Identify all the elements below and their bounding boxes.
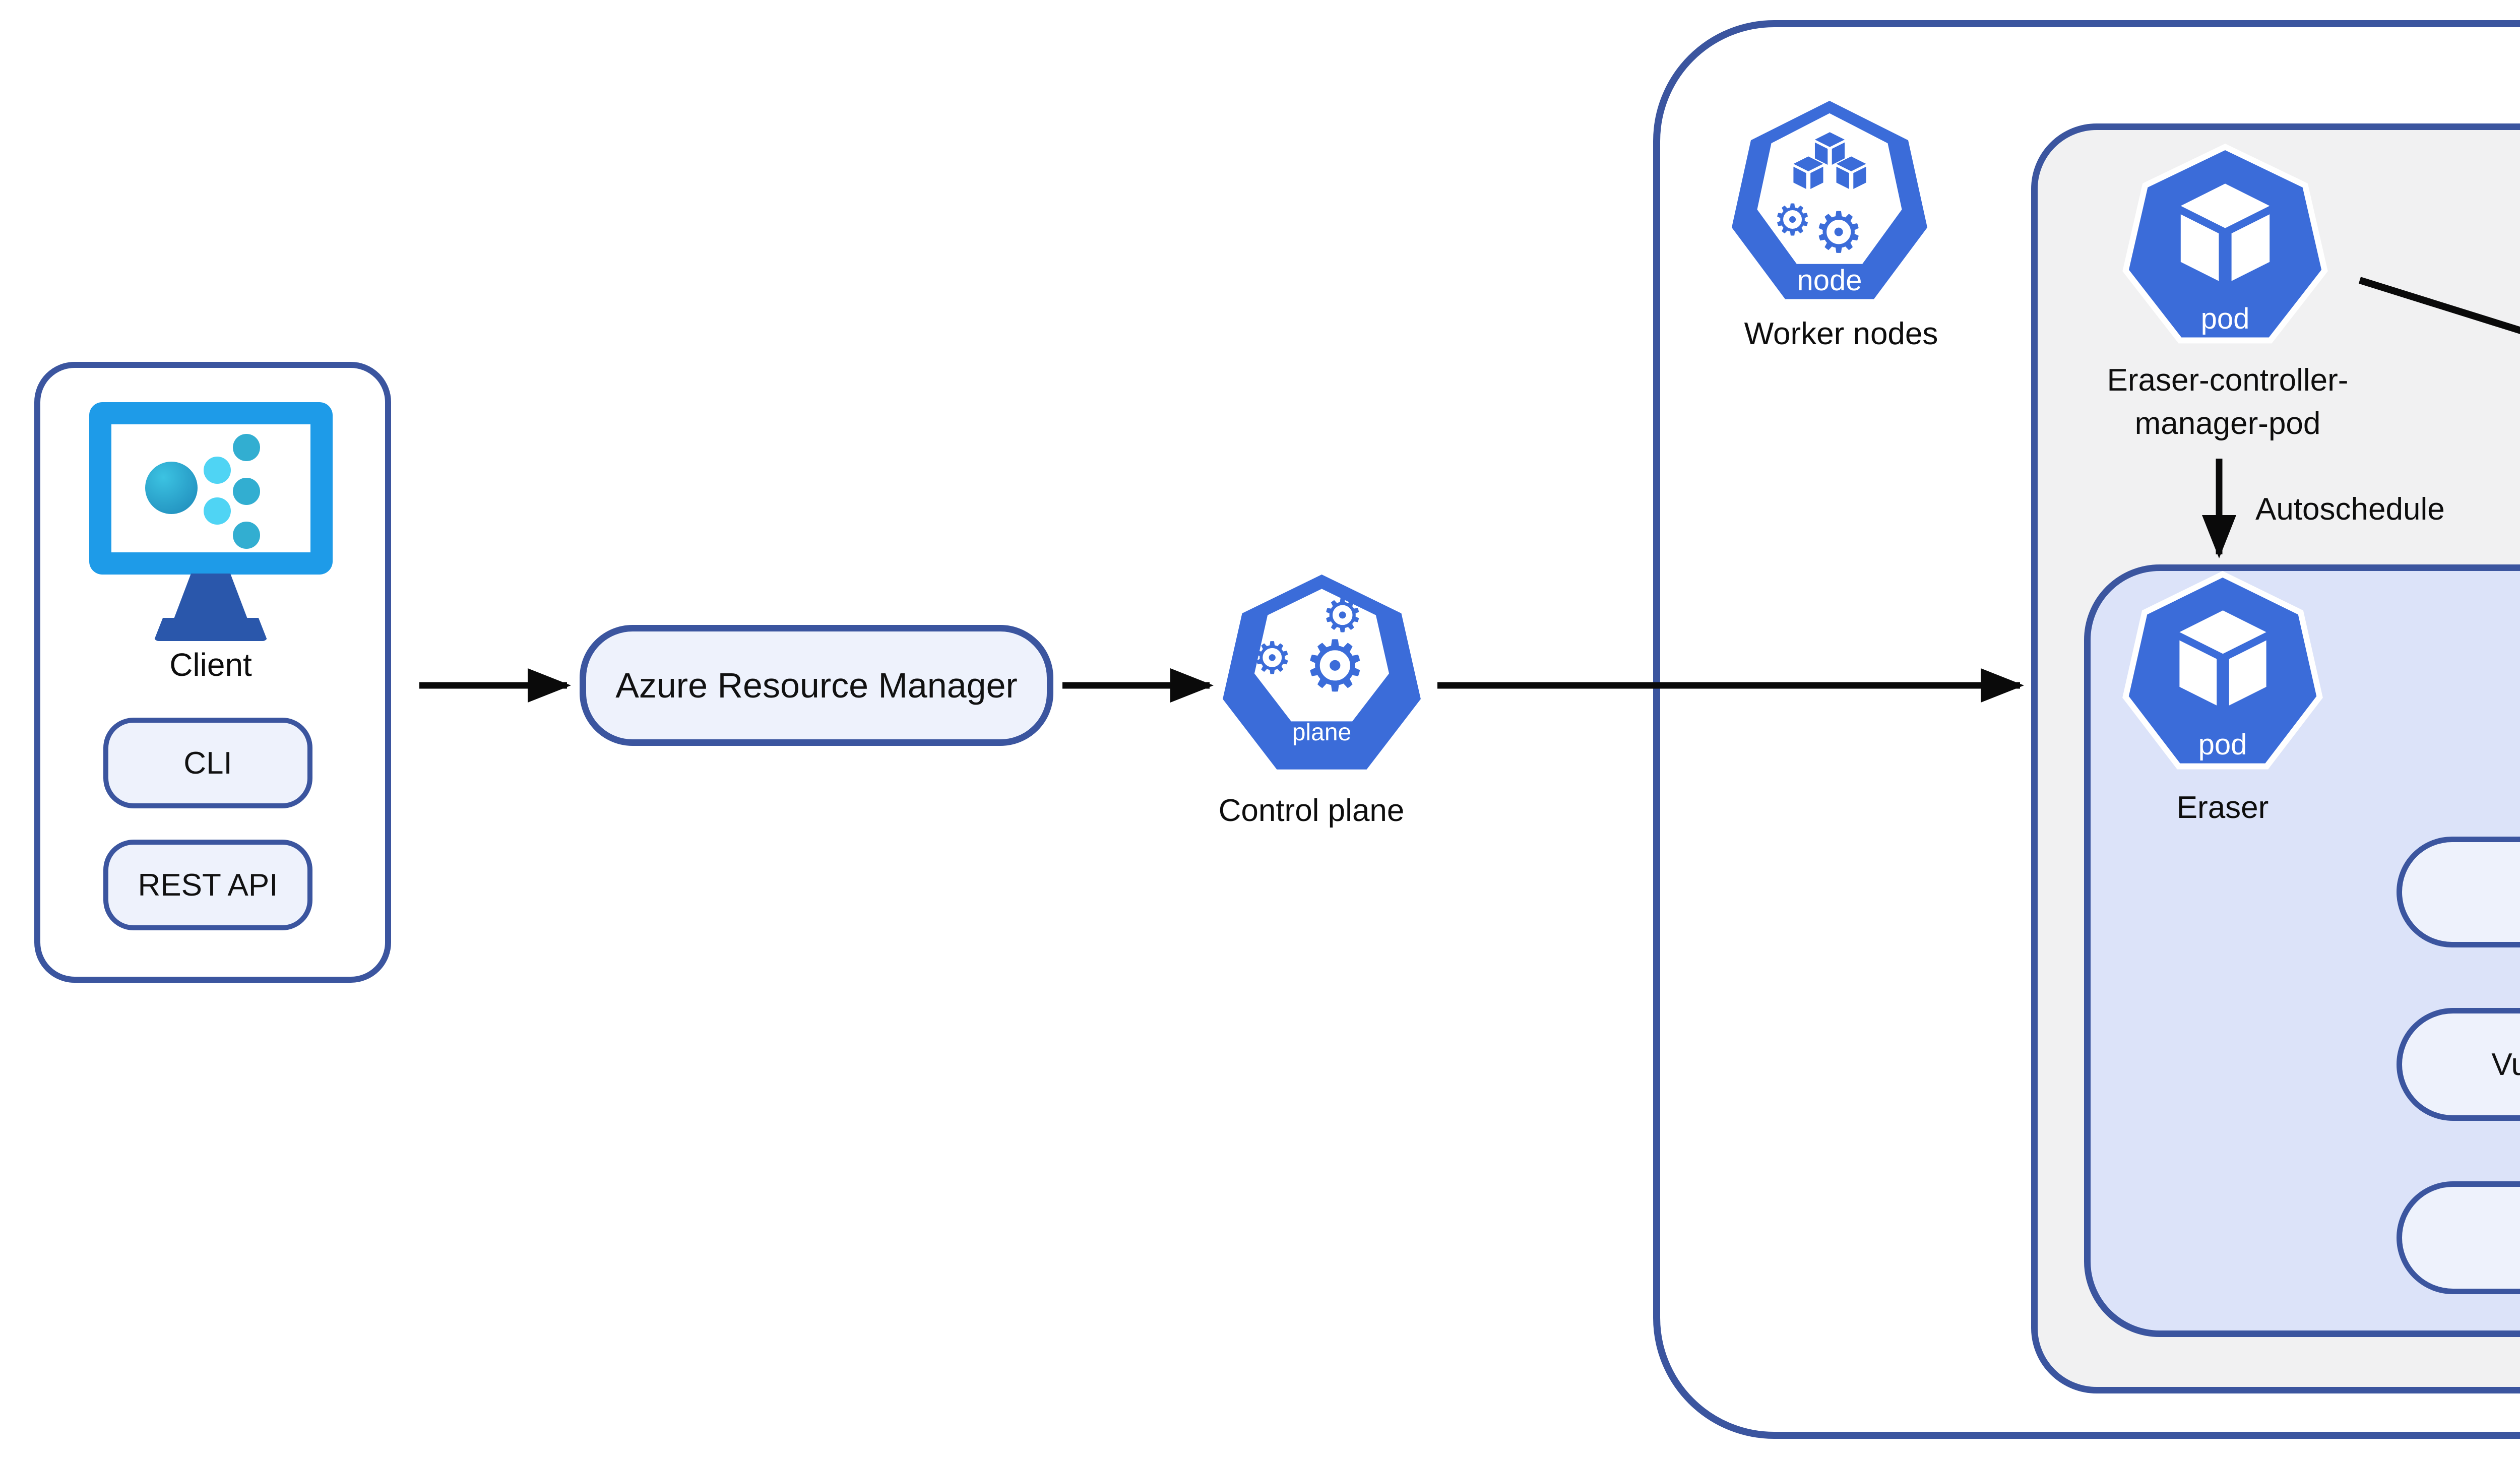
node-gear-small: ⚙ <box>1773 195 1812 245</box>
monitor-stand-base <box>154 618 268 641</box>
monitor-dot-teal-1 <box>233 434 260 461</box>
worker-nodes-icon: ⚙ ⚙ node <box>1729 101 1930 308</box>
azure-resource-manager-button: Azure Resource Manager <box>580 625 1053 746</box>
monitor-frame <box>89 402 333 575</box>
control-plane-gear-large: ⚙ <box>1303 625 1367 708</box>
pod-cube-icon <box>2180 183 2270 281</box>
control-plane-gear-small: ⚙ <box>1321 589 1363 643</box>
monitor-dot-teal-3 <box>233 522 260 549</box>
monitor-dot-cyan-1 <box>204 457 231 484</box>
monitor-dot-teal-2 <box>233 478 260 505</box>
pod-icon-text: pod <box>2198 728 2247 761</box>
monitor-dot-large <box>145 462 198 514</box>
pipeline-remover-button: Remover <box>2397 1181 2520 1294</box>
vulnerability-scanner-button: Vulnerability scanner <box>2397 1008 2520 1121</box>
control-plane-icon: ⚙ ⚙ ⚙ control plane <box>1220 575 1424 779</box>
control-plane-gear-left: ⚙ <box>1252 631 1292 684</box>
eraser-pod-icon: pod <box>2119 571 2326 779</box>
node-cubes-icon <box>1793 132 1866 189</box>
client-label: Client <box>169 647 252 683</box>
pod-cube-icon <box>2179 610 2266 706</box>
eraser-controller-manager-pod-icon: pod <box>2119 144 2331 353</box>
worker-nodes-label: Worker nodes <box>1744 316 1938 351</box>
rest-api-button: REST API <box>103 840 312 930</box>
arrow-manager-pod-to-remover-pod <box>2358 277 2520 334</box>
eraser-pod-label: Eraser <box>2176 790 2269 825</box>
control-plane-label: Control plane <box>1218 793 1405 828</box>
collector-button: Collector <box>2397 837 2520 947</box>
monitor-dot-cyan-2 <box>204 497 231 525</box>
cli-button: CLI <box>103 718 312 808</box>
worker-nodes-icon-text: node <box>1797 264 1862 297</box>
control-plane-icon-text: control plane <box>1285 693 1358 746</box>
node-gear-large: ⚙ <box>1813 200 1864 266</box>
pod-icon-text: pod <box>2200 302 2250 335</box>
autoschedule-label: Autoschedule <box>2255 492 2445 527</box>
eraser-controller-manager-pod-label: Eraser-controller- manager-pod <box>2107 363 2349 441</box>
